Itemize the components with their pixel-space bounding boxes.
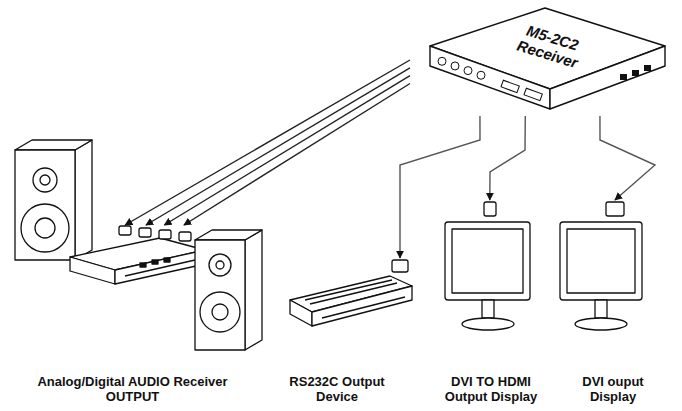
hdmi-monitor	[445, 202, 530, 330]
hdmi-display: DVI TO HDMI Output Display	[432, 200, 550, 408]
status-led	[620, 74, 627, 80]
dvi-display: DVI ouput Display	[552, 200, 674, 408]
audio-cable	[125, 60, 410, 225]
device-caption: RS232C Output Device	[281, 374, 393, 408]
rs232-output: RS232C Output Device	[262, 258, 412, 408]
rs232-device	[290, 260, 412, 326]
signal-cable	[400, 116, 480, 258]
signal-cable	[490, 116, 525, 200]
rca-port	[451, 62, 459, 70]
left-speaker	[15, 140, 92, 260]
audio-cable	[184, 84, 410, 225]
audio-cable	[164, 76, 410, 225]
audio-cable	[146, 68, 410, 225]
signal-cable	[600, 116, 655, 200]
receiver-unit: M5-2C2 Receiver	[410, 4, 672, 116]
status-led	[644, 65, 651, 71]
right-speaker	[195, 230, 262, 350]
device-caption: DVI ouput Display	[573, 374, 653, 408]
dvi-monitor	[560, 202, 642, 330]
dvi-port	[501, 80, 519, 92]
device-caption: DVI TO HDMI Output Display	[435, 374, 547, 408]
dvi-port	[524, 88, 542, 100]
audio-receiver-unit	[70, 238, 205, 284]
rca-port	[477, 71, 485, 79]
device-caption: Analog/Digital AUDIO Receiver OUTPUT	[33, 374, 233, 408]
rca-port	[438, 57, 446, 65]
status-led	[632, 70, 639, 76]
rca-plugs	[119, 226, 191, 241]
rca-port	[464, 67, 472, 75]
audio-output: Analog/Digital AUDIO Receiver OUTPUT	[10, 225, 255, 408]
